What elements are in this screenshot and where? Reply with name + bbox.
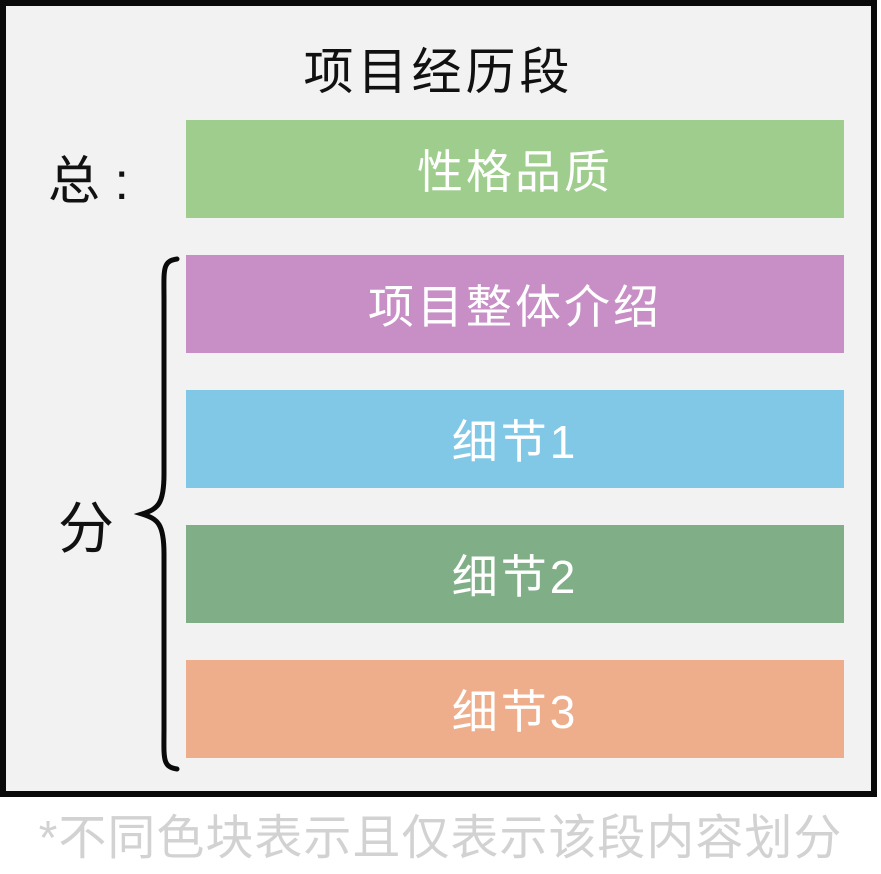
footnote: *不同色块表示且仅表示该段内容划分 <box>38 812 843 865</box>
bar-detail-3: 细节3 <box>186 660 844 758</box>
bar-label: 性格品质 <box>417 146 613 198</box>
bar-label: 细节3 <box>451 686 579 738</box>
bar-detail-1: 细节1 <box>186 390 844 488</box>
bar-detail-2: 细节2 <box>186 525 844 623</box>
diagram-title: 项目经历段 <box>303 44 574 100</box>
bar-project-overview: 项目整体介绍 <box>186 255 844 353</box>
label-parts: 分 <box>58 497 114 560</box>
bar-label: 细节2 <box>451 551 579 603</box>
bar-stack: 性格品质 项目整体介绍 细节1 细节2 细节3 <box>186 120 844 795</box>
curly-brace-icon <box>134 256 180 772</box>
bar-label: 项目整体介绍 <box>368 281 662 333</box>
bar-personality-quality: 性格品质 <box>186 120 844 218</box>
diagram-box: 项目经历段 总 : 分 性格品质 项目整体介绍 细节1 细节2 细节3 <box>0 0 877 797</box>
label-total: 总 : <box>48 153 129 211</box>
bar-label: 细节1 <box>451 416 579 468</box>
